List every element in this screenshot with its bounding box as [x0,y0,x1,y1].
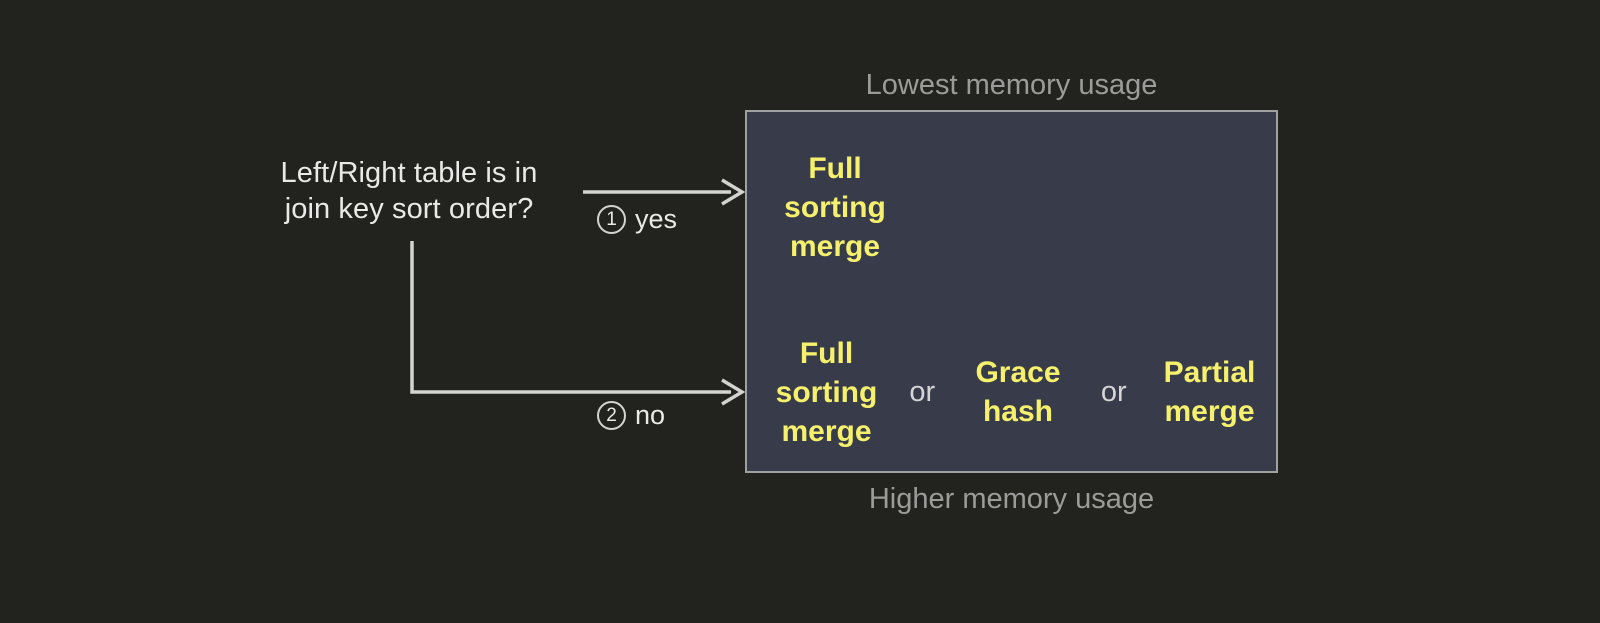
outcome-row-sorted: Full sorting merge [747,132,1276,282]
connector-no-line [410,241,731,394]
option-grace-hash: Grace hash [975,356,1061,428]
option-partial-merge: Partial merge [1163,356,1256,428]
connector-no-arrowhead [721,378,746,406]
option-full-sorting-merge-unsorted: Full sorting merge [775,336,878,448]
decision-question: Left/Right table is in join key sort ord… [228,155,590,227]
caption-lowest-memory-usage: Lowest memory usage [865,69,1158,101]
decision-question-line-2: join key sort order? [284,193,534,225]
caption-higher-memory-usage: Higher memory usage [868,483,1155,515]
outcome-row-unsorted: Full sorting merge or Grace hash or Part… [747,327,1276,457]
branch-label-yes: 1 yes [597,204,677,234]
decision-question-line-1: Left/Right table is in [280,157,538,189]
branch-marker-1: 1 [597,204,626,234]
conjunction-or-1: or [909,375,936,408]
option-full-sorting-merge-sorted: Full sorting merge [784,151,886,263]
branch-label-no-text: no [635,400,666,430]
connector-yes-arrowhead [721,178,746,206]
branch-label-no: 2 no [597,400,665,430]
join-algorithm-panel: Full sorting merge Full sorting merge or… [745,110,1278,473]
conjunction-or-2: or [1100,375,1127,408]
branch-marker-2: 2 [597,400,626,430]
branch-label-yes-text: yes [635,204,678,234]
